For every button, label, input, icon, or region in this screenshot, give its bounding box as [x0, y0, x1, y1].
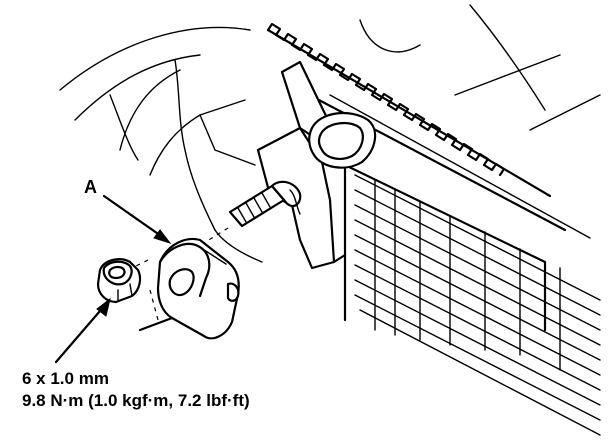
part-a-label: A: [84, 177, 97, 197]
radiator-core: [343, 163, 601, 436]
assembly-centerline: [135, 227, 229, 321]
mount-cushion: [308, 112, 377, 169]
torque-spec-label: 9.8 N·m (1.0 kgf·m, 7.2 lbf·ft): [22, 391, 250, 410]
flange-nut: [96, 258, 142, 304]
thread-size-label: 6 x 1.0 mm: [22, 369, 109, 388]
body-frame-outline: [59, 26, 263, 263]
part-a-cushion: [138, 237, 240, 340]
part-a-leader: [102, 194, 172, 244]
nut-spec-leader: [54, 297, 111, 364]
mounting-bolt: [228, 180, 302, 228]
fan-shroud: [359, 4, 601, 131]
